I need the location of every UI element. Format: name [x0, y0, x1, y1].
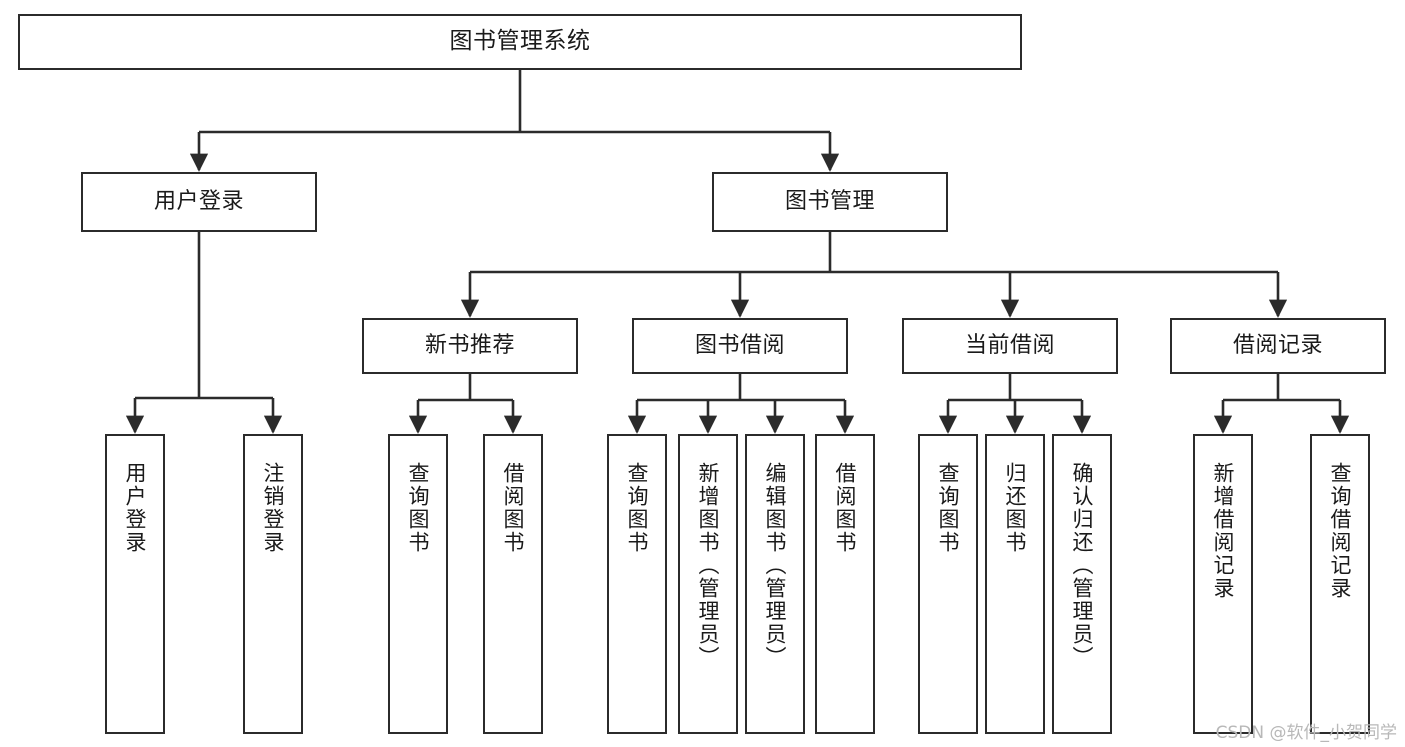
- node-leaf-borrow-book[interactable]: 借阅图书: [815, 434, 875, 734]
- node-borrow-record[interactable]: 借阅记录: [1170, 318, 1386, 374]
- node-user-login[interactable]: 用户登录: [81, 172, 317, 232]
- node-current-borrow[interactable]: 当前借阅: [902, 318, 1118, 374]
- node-label: 图书管理: [784, 189, 875, 215]
- node-label: 新增借阅记录: [1211, 462, 1236, 600]
- node-leaf-query-record[interactable]: 查询借阅记录: [1310, 434, 1370, 734]
- node-root[interactable]: 图书管理系统: [18, 14, 1022, 70]
- node-label: 确认归还（管理员）: [1070, 462, 1095, 669]
- node-label: 借阅记录: [1232, 333, 1323, 359]
- node-label: 归还图书: [1003, 462, 1028, 554]
- node-label: 新书推荐: [424, 333, 515, 359]
- node-book-borrow[interactable]: 图书借阅: [632, 318, 848, 374]
- node-leaf-logout[interactable]: 注销登录: [243, 434, 303, 734]
- node-label: 编辑图书（管理员）: [763, 462, 788, 669]
- node-leaf-return-book[interactable]: 归还图书: [985, 434, 1045, 734]
- node-label: 查询图书: [406, 462, 431, 554]
- node-new-book-rec[interactable]: 新书推荐: [362, 318, 578, 374]
- node-label: 注销登录: [261, 462, 286, 554]
- node-book-manage[interactable]: 图书管理: [712, 172, 948, 232]
- node-leaf-borrow-book-rec[interactable]: 借阅图书: [483, 434, 543, 734]
- node-label: 查询图书: [936, 462, 961, 554]
- node-label: 图书借阅: [694, 333, 785, 359]
- node-leaf-confirm-return[interactable]: 确认归还（管理员）: [1052, 434, 1112, 734]
- node-label: 新增图书（管理员）: [696, 462, 721, 669]
- node-label: 用户登录: [123, 462, 148, 554]
- node-leaf-query-book-rec[interactable]: 查询图书: [388, 434, 448, 734]
- watermark-label: CSDN @软件_小贺同学: [1215, 723, 1397, 743]
- node-leaf-query-book-cur[interactable]: 查询图书: [918, 434, 978, 734]
- node-leaf-add-record[interactable]: 新增借阅记录: [1193, 434, 1253, 734]
- node-leaf-query-book-borrow[interactable]: 查询图书: [607, 434, 667, 734]
- node-label: 当前借阅: [964, 333, 1055, 359]
- node-label: 查询图书: [625, 462, 650, 554]
- node-label: 借阅图书: [501, 462, 526, 554]
- node-label: 借阅图书: [833, 462, 858, 554]
- node-label: 用户登录: [153, 189, 244, 215]
- node-label: 图书管理系统: [449, 28, 591, 55]
- node-label: 查询借阅记录: [1328, 462, 1353, 600]
- node-leaf-user-login[interactable]: 用户登录: [105, 434, 165, 734]
- node-leaf-edit-book[interactable]: 编辑图书（管理员）: [745, 434, 805, 734]
- node-leaf-add-book[interactable]: 新增图书（管理员）: [678, 434, 738, 734]
